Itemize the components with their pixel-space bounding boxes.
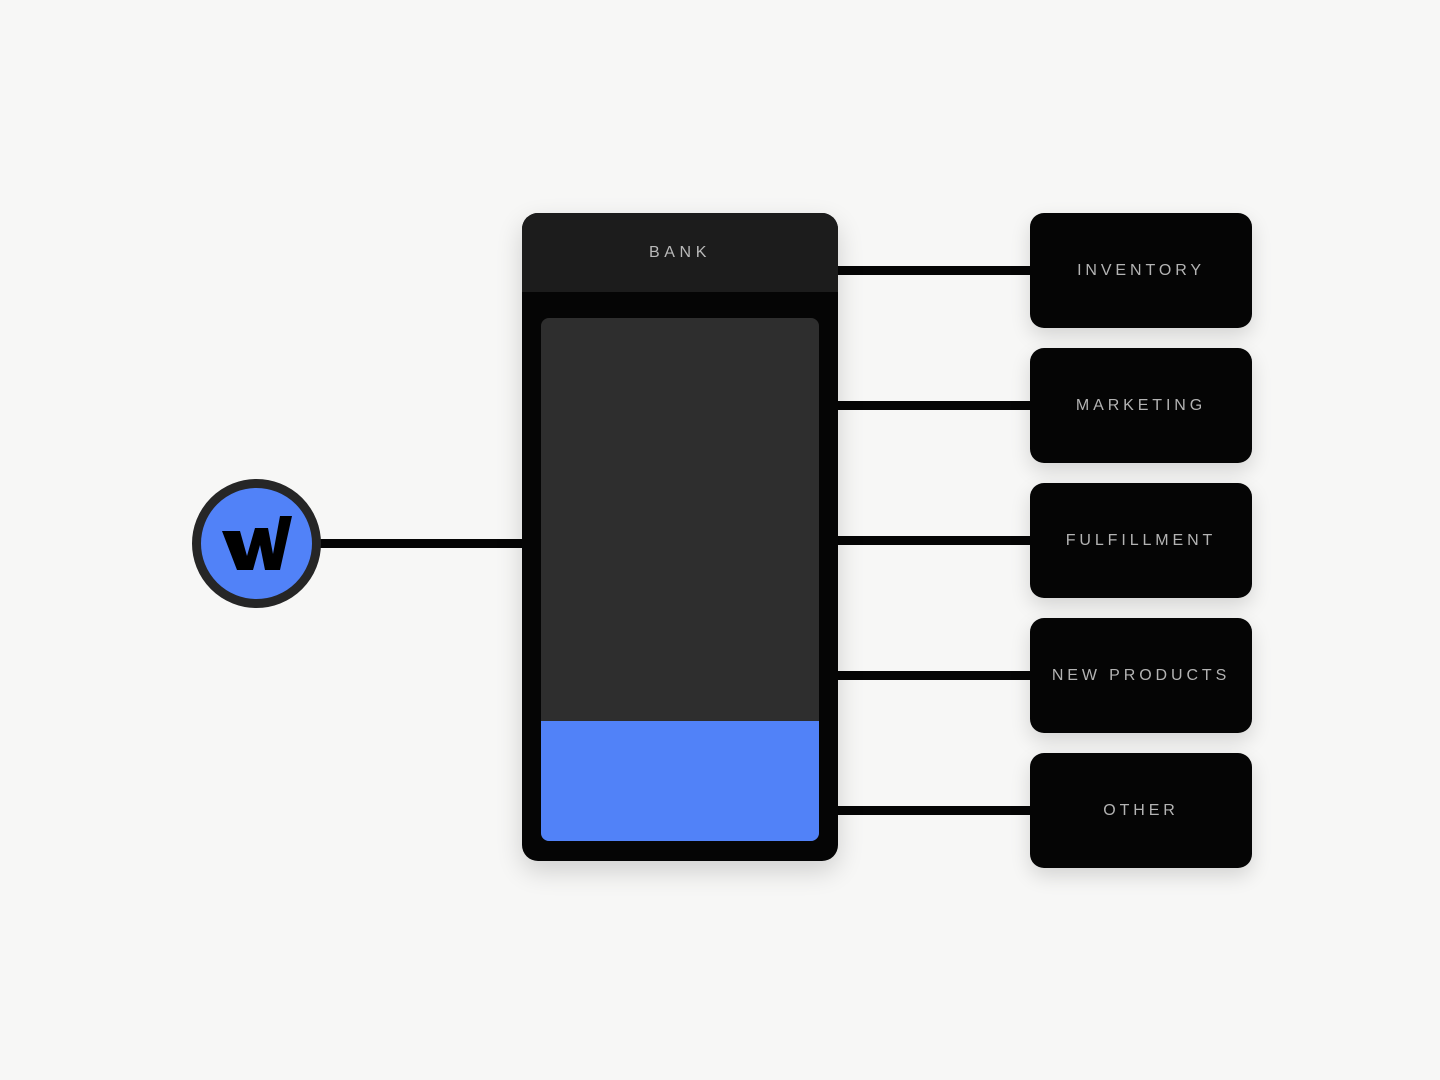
connector-bank-to-new-products [832, 671, 1036, 680]
connector-bank-to-fulfillment [832, 536, 1036, 545]
w-monogram-icon [221, 515, 292, 570]
bank-balance-meter [541, 318, 819, 841]
category-label: INVENTORY [1077, 261, 1205, 279]
category-label: NEW PRODUCTS [1051, 666, 1231, 684]
category-label: FULFILLMENT [1065, 531, 1217, 549]
category-label: MARKETING [1075, 396, 1207, 414]
category-node-new-products[interactable]: NEW PRODUCTS [1030, 618, 1252, 733]
category-node-fulfillment[interactable]: FULFILLMENT [1030, 483, 1252, 598]
bank-title: BANK [649, 243, 711, 261]
connector-bank-to-marketing [832, 401, 1036, 410]
connector-logo-to-bank [316, 539, 528, 548]
bank-balance-meter-fill [541, 720, 819, 841]
bank-panel-header: BANK [522, 213, 838, 292]
category-node-marketing[interactable]: MARKETING [1030, 348, 1252, 463]
category-node-other[interactable]: OTHER [1030, 753, 1252, 868]
connector-bank-to-other [832, 806, 1036, 815]
category-label: OTHER [1103, 801, 1179, 819]
connector-bank-to-inventory [832, 266, 1036, 275]
brand-logo-node[interactable] [192, 479, 321, 608]
category-node-inventory[interactable]: INVENTORY [1030, 213, 1252, 328]
bank-panel[interactable]: BANK [522, 213, 838, 861]
